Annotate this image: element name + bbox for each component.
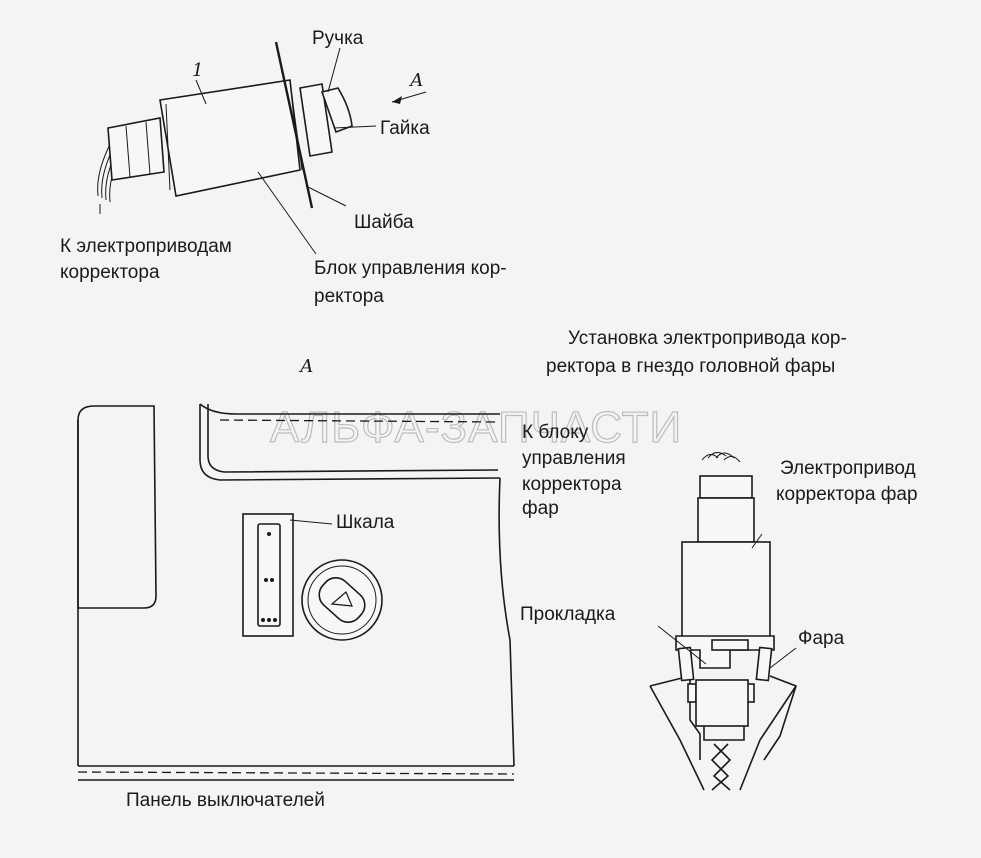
gasket-right xyxy=(755,646,773,682)
actuator-label-1: Электропривод xyxy=(780,458,916,479)
part-number: 1 xyxy=(192,60,203,81)
to-actuators-label-2: корректора xyxy=(60,262,160,283)
control-unit-label-2: ректора xyxy=(314,286,384,307)
actuator-body xyxy=(681,541,771,643)
headlamp-label: Фара xyxy=(798,628,845,649)
view-marker-panel: А xyxy=(298,356,314,377)
gasket-left xyxy=(677,646,695,682)
actuator-label-2: корректора фар xyxy=(776,484,918,505)
switch-panel-drawing xyxy=(77,403,515,781)
view-marker-top: А xyxy=(408,70,424,91)
to-block-label-1: К блоку xyxy=(522,422,589,443)
control-unit-label-1: Блок управления кор- xyxy=(314,258,507,279)
nut-label: Гайка xyxy=(380,118,430,139)
nut xyxy=(299,83,333,157)
control-unit-drawing: 1 А xyxy=(97,41,427,255)
scale-label: Шкала xyxy=(336,512,395,533)
gasket-label: Прокладка xyxy=(520,604,616,625)
actuator-drawing xyxy=(649,452,797,791)
to-block-label-4: фар xyxy=(522,498,559,519)
to-block-label-2: управления xyxy=(522,448,626,469)
to-actuators-label-1: К электроприводам xyxy=(60,236,232,257)
washer-label: Шайба xyxy=(354,212,414,233)
switch-panel-outline xyxy=(77,420,515,767)
washer-plate xyxy=(274,41,314,209)
to-block-label-3: корректора xyxy=(522,474,622,495)
handle-label: Ручка xyxy=(312,28,364,49)
control-unit-body xyxy=(159,79,301,197)
actuator-connector xyxy=(699,475,753,499)
watermark: АЛЬФА-ЗАПЧАСТИ xyxy=(270,403,682,452)
handle-knob xyxy=(320,87,353,134)
rear-connector xyxy=(107,117,165,181)
headlamp-title-1: Установка электропривода кор- xyxy=(568,328,847,349)
scale-inner xyxy=(257,523,281,627)
panel-label: Панель выключателей xyxy=(126,790,325,811)
headlamp-title-2: ректора в гнездо головной фары xyxy=(546,356,835,377)
